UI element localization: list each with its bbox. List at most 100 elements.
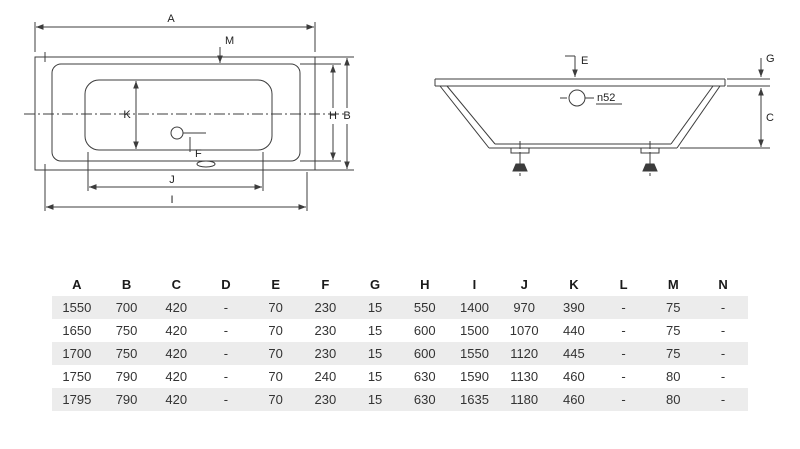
table-cell: -: [720, 300, 726, 315]
table-cell: -: [621, 369, 626, 384]
table-cell: 970: [513, 300, 536, 315]
table-header-cell: J: [520, 277, 528, 292]
table-cell: 1550: [460, 346, 489, 361]
table-cell: 420: [165, 300, 188, 315]
table-cell: 390: [563, 300, 585, 315]
table-header-cell: K: [569, 277, 579, 292]
table-header-cell: N: [718, 277, 728, 292]
table-cell: 630: [413, 392, 436, 407]
table-cell: 1400: [460, 300, 489, 315]
table-cell: 70: [268, 323, 283, 338]
table-header-cell: B: [121, 277, 132, 292]
dim-label-m: M: [225, 35, 234, 47]
table-cell: 420: [165, 392, 188, 407]
side-view-drawing: [434, 55, 770, 176]
table-cell: -: [223, 323, 229, 338]
table-cell: 1180: [510, 392, 539, 407]
table-cell: 750: [115, 346, 138, 361]
dim-label-e: E: [581, 55, 588, 67]
table-cell: 445: [563, 346, 585, 361]
table-cell: 1635: [460, 392, 489, 407]
table-cell: 75: [666, 323, 681, 338]
table-cell: 790: [115, 369, 138, 384]
wall-right-inner: [670, 85, 714, 145]
table-header-cell: F: [321, 277, 330, 292]
dim-label-k: K: [123, 109, 131, 121]
table-cell: 75: [666, 300, 681, 315]
table-cell: -: [621, 323, 626, 338]
table-cell: 70: [268, 346, 283, 361]
table-cell: 1120: [510, 346, 539, 361]
table-header-cell: I: [472, 277, 477, 292]
dim-label-h: H: [329, 110, 337, 122]
table-cell: -: [720, 392, 726, 407]
table-cell: 600: [413, 346, 436, 361]
table-cell: 230: [314, 392, 337, 407]
table-cell: -: [621, 300, 626, 315]
table-cell: 1795: [62, 392, 92, 407]
table-cell: -: [223, 346, 229, 361]
table-cell: 70: [268, 392, 283, 407]
table-cell: 750: [115, 323, 138, 338]
foot-right: [640, 141, 660, 176]
dim-label-g: G: [766, 53, 775, 65]
table-cell: 460: [563, 392, 585, 407]
table-cell: -: [720, 346, 726, 361]
table-cell: -: [223, 300, 229, 315]
table-cell: 460: [563, 369, 585, 384]
wall-left-outer: [439, 85, 490, 149]
dim-label-c: C: [766, 112, 774, 124]
table-header-cell: C: [171, 277, 181, 292]
wall-left-inner: [446, 85, 496, 145]
dim-label-i: I: [170, 194, 173, 206]
tub-basin: [84, 79, 273, 151]
table-header-cell: A: [72, 277, 82, 292]
table-cell: -: [621, 392, 626, 407]
table-header-cell: H: [420, 277, 430, 292]
table-cell: 630: [413, 369, 436, 384]
table-cell: -: [223, 392, 229, 407]
table-cell: 75: [666, 346, 681, 361]
dim-label-f: F: [195, 148, 202, 160]
top-view-labels: A M K H B F J I: [123, 13, 350, 206]
table-cell: 420: [165, 346, 188, 361]
table-cell: 420: [165, 369, 188, 384]
overflow-circle: [568, 89, 586, 107]
table-cell: 230: [314, 346, 337, 361]
table-cell: 420: [165, 323, 188, 338]
drain-diameter-label: n52: [597, 92, 615, 104]
table-header-cell: M: [667, 277, 679, 292]
table-cell: 70: [268, 300, 283, 315]
wall-right-outer: [676, 85, 721, 149]
table-header-cell: G: [370, 277, 381, 292]
table-cell: 15: [367, 392, 383, 407]
drain-circle: [170, 126, 184, 140]
top-view-drawing: [24, 22, 354, 211]
table-cell: 1500: [460, 323, 489, 338]
table-cell: 15: [367, 323, 383, 338]
table-cell: 15: [367, 346, 383, 361]
foot-left: [510, 141, 530, 176]
table-cell: 1130: [510, 369, 539, 384]
dim-label-a: A: [167, 13, 175, 25]
table-cell: 1700: [62, 346, 92, 361]
table-header-cell: E: [271, 277, 280, 292]
overflow-slot: [196, 160, 216, 168]
table-cell: 240: [314, 369, 337, 384]
dim-label-b: B: [343, 110, 350, 122]
table-header-cell: L: [619, 277, 628, 292]
table-cell: 80: [666, 369, 681, 384]
table-cell: 15: [367, 369, 383, 384]
table-cell: 15: [367, 300, 383, 315]
table-cell: 1590: [460, 369, 489, 384]
side-view-labels: E n52 G C: [581, 53, 775, 124]
